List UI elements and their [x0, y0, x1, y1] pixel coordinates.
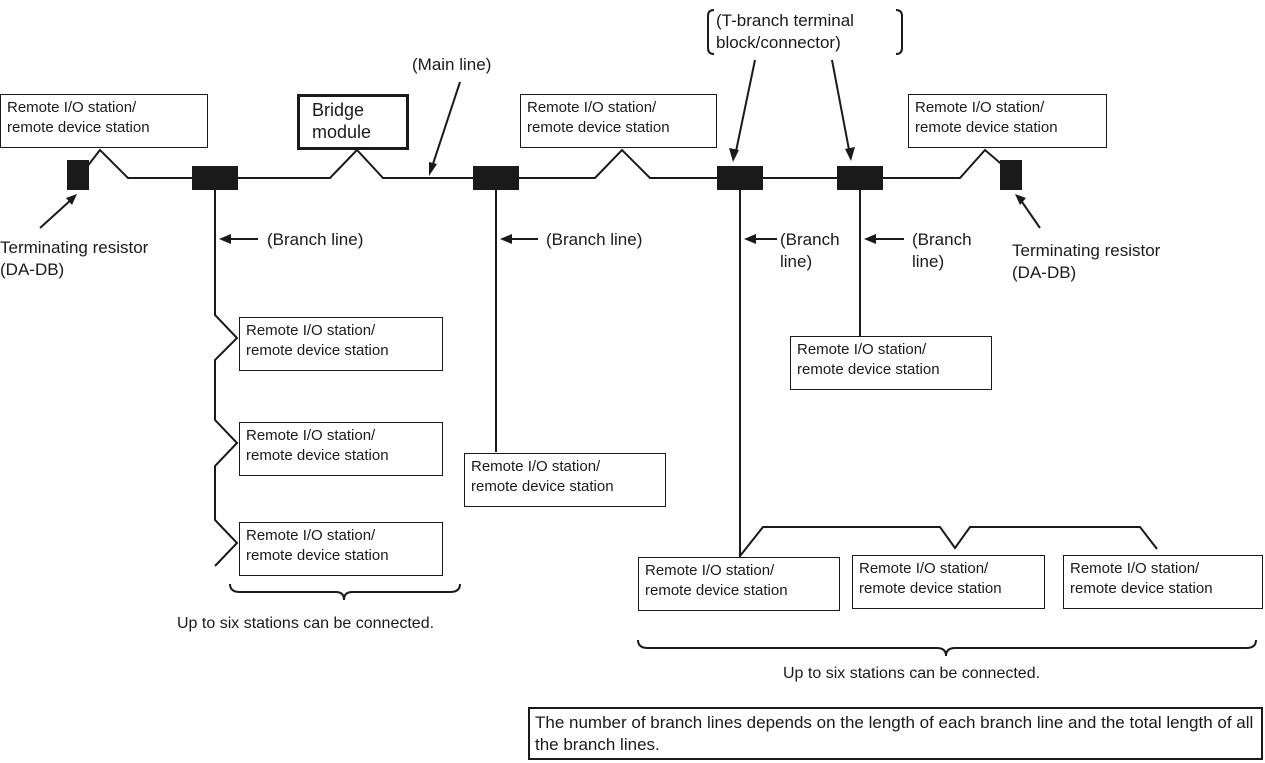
- t-branch-block-1: [192, 166, 238, 190]
- terminating-resistor-label-left: Terminating resistor (DA-DB): [0, 238, 149, 279]
- station-branch1-3: Remote I/O station/ remote device statio…: [239, 522, 443, 576]
- brace-right: [637, 639, 1257, 657]
- branch-line-1: [214, 178, 239, 567]
- branch-line-3: [739, 178, 1158, 559]
- terminating-resistor-label-right: Terminating resistor (DA-DB): [1012, 241, 1161, 282]
- branch-line-label-4: (Branch line): [912, 230, 972, 271]
- station-main-middle: Remote I/O station/ remote device statio…: [520, 94, 717, 148]
- branch-line-label-2: (Branch line): [546, 230, 643, 249]
- six-stations-caption-right: Up to six stations can be connected.: [783, 665, 1041, 682]
- branch-line-label-1: (Branch line): [267, 230, 364, 249]
- brace-left: [229, 583, 461, 601]
- station-branch3-3: Remote I/O station/ remote device statio…: [1063, 555, 1263, 609]
- bridge-module: Bridge module: [297, 94, 409, 150]
- station-branch1-1: Remote I/O station/ remote device statio…: [239, 317, 443, 371]
- station-branch4: Remote I/O station/ remote device statio…: [790, 336, 992, 390]
- t-branch-label: (T-branch terminal block/connector): [716, 11, 854, 52]
- t-branch-block-4: [837, 166, 883, 190]
- station-main-left: Remote I/O station/ remote device statio…: [0, 94, 208, 148]
- terminating-resistor-right: [1000, 160, 1022, 190]
- main-line-label: (Main line): [412, 55, 492, 74]
- terminating-resistor-left: [67, 160, 89, 190]
- t-branch-block-2: [473, 166, 519, 190]
- station-branch3-1: Remote I/O station/ remote device statio…: [638, 557, 840, 611]
- station-branch1-2: Remote I/O station/ remote device statio…: [239, 422, 443, 476]
- station-main-right: Remote I/O station/ remote device statio…: [908, 94, 1107, 148]
- branch-count-note: The number of branch lines depends on th…: [528, 707, 1263, 760]
- station-branch2: Remote I/O station/ remote device statio…: [464, 453, 666, 507]
- six-stations-caption-left: Up to six stations can be connected.: [177, 615, 435, 632]
- station-branch3-2: Remote I/O station/ remote device statio…: [852, 555, 1045, 609]
- branch-line-label-3: (Branch line): [780, 230, 840, 271]
- t-branch-block-3: [717, 166, 763, 190]
